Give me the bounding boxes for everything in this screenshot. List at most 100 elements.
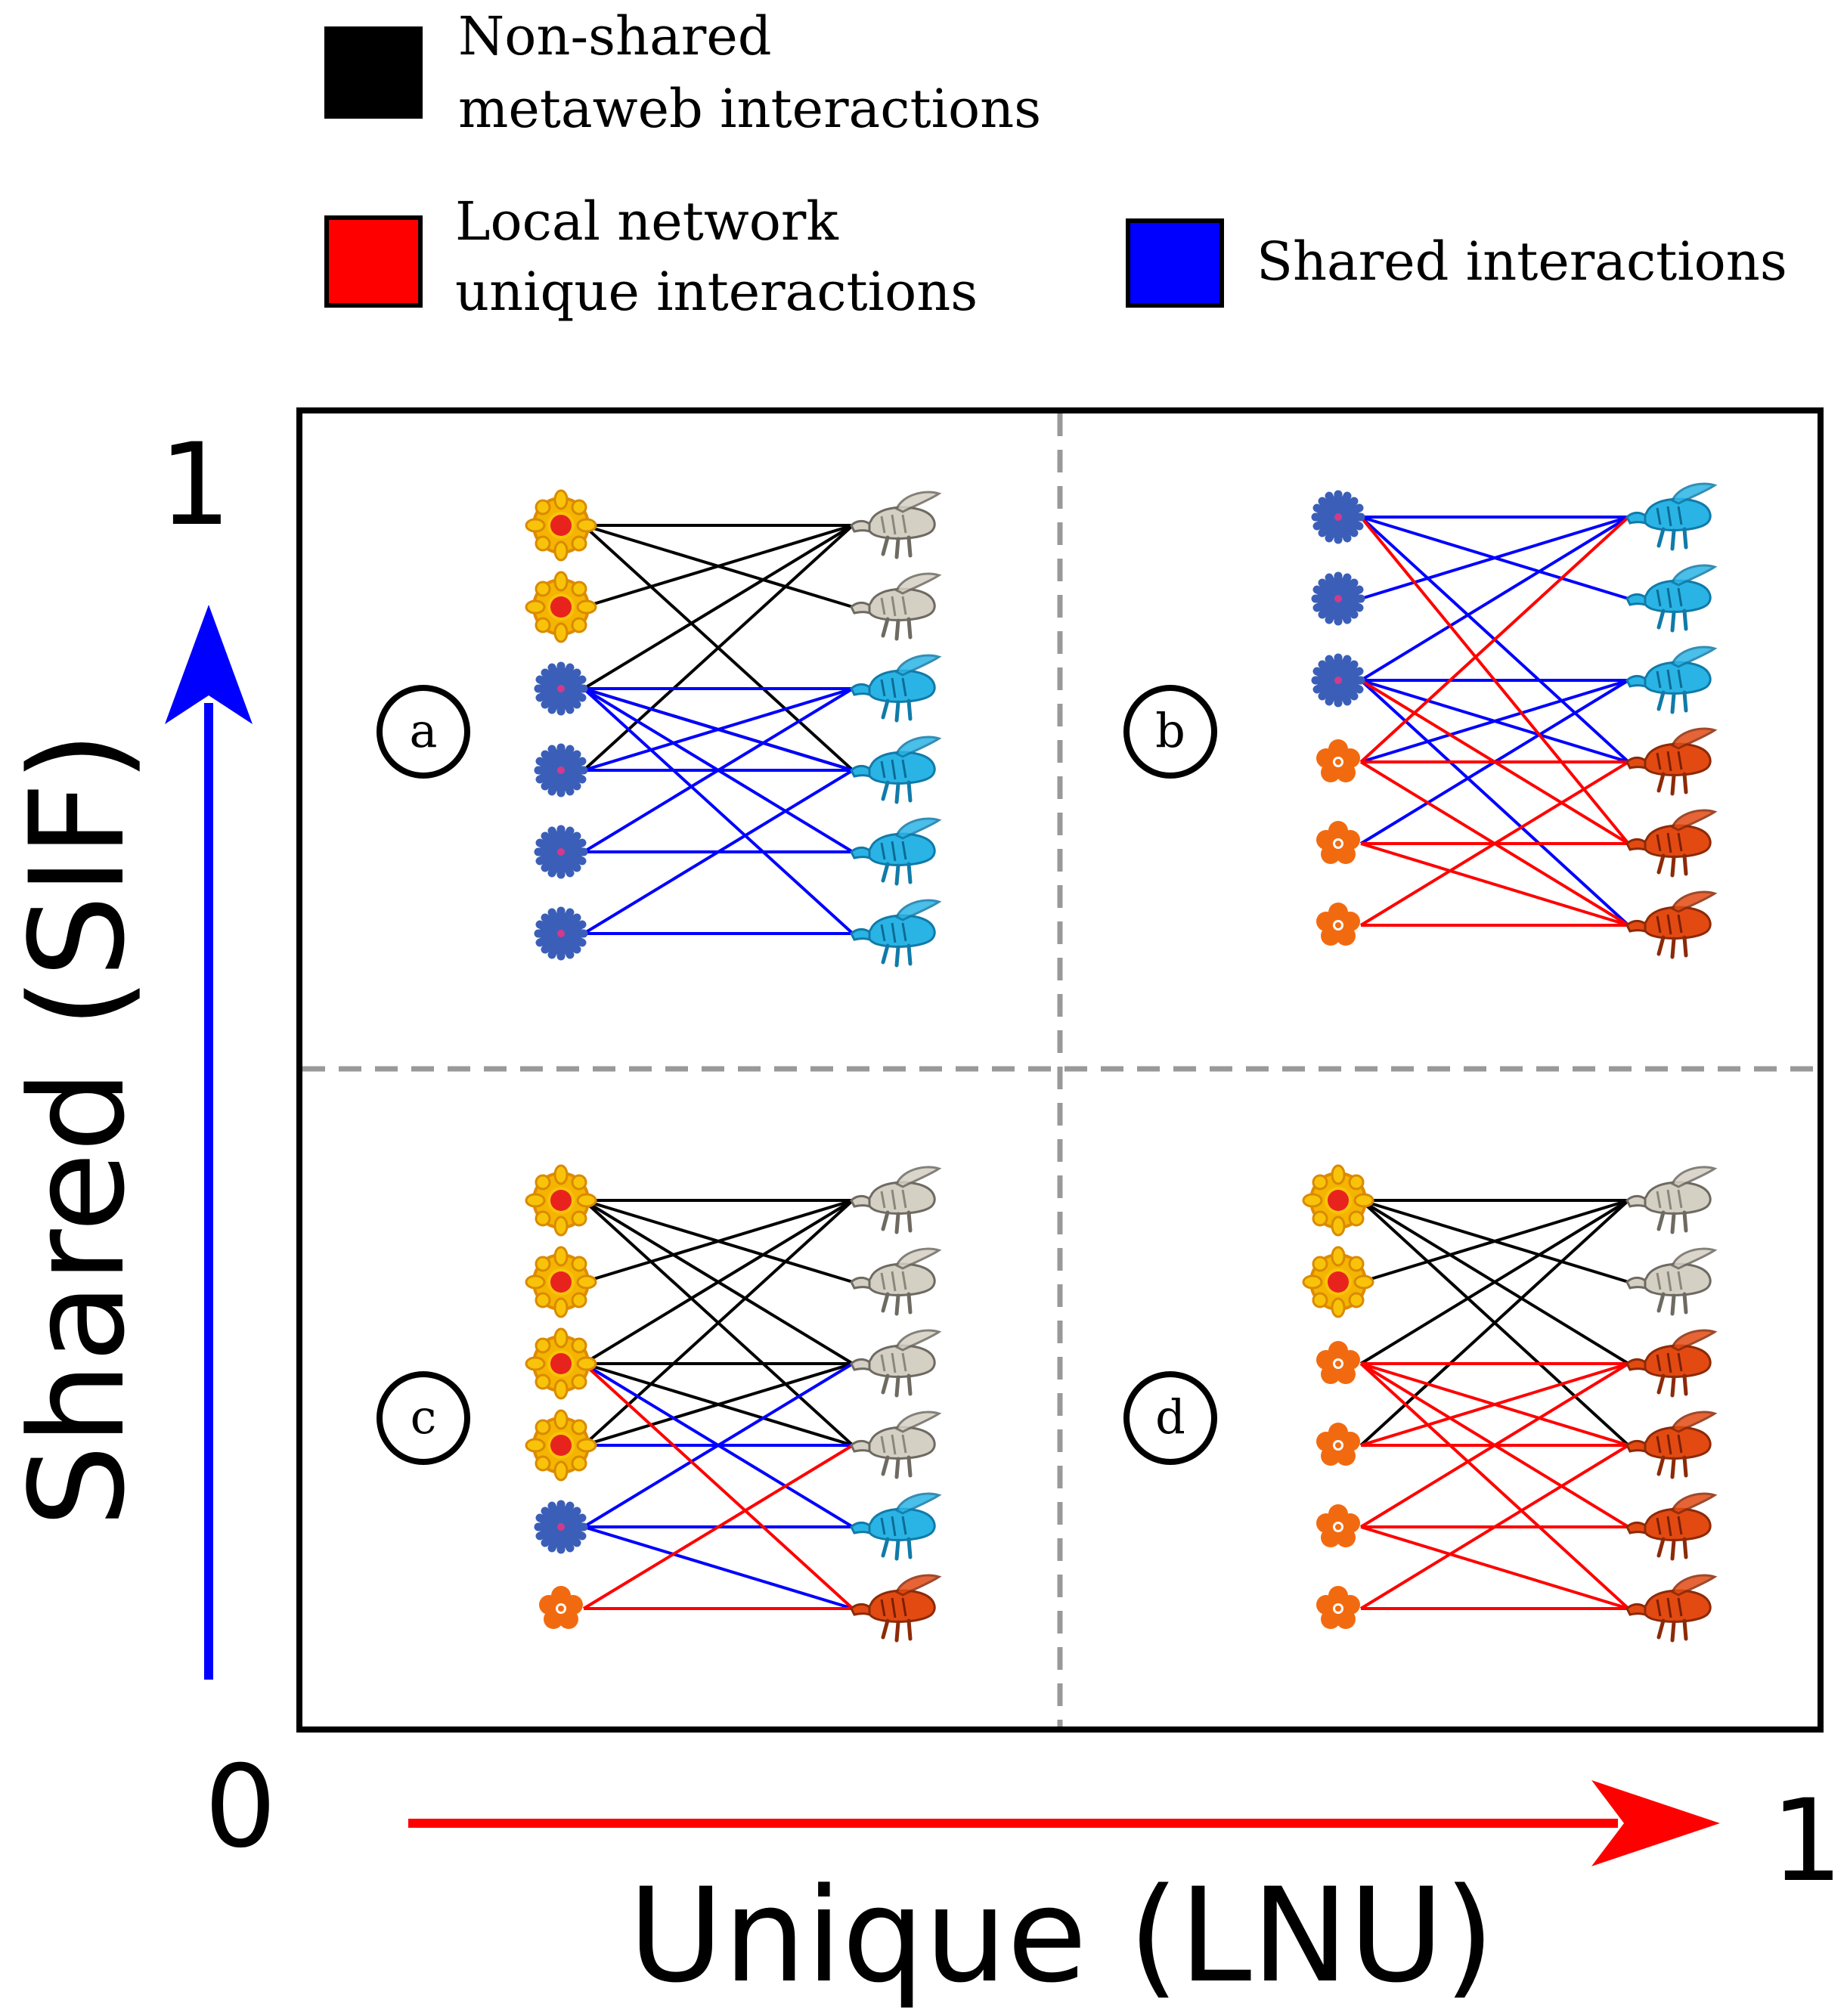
interaction-link: [1359, 1199, 1630, 1365]
x-axis: 0 1 Unique (LNU): [204, 1742, 1842, 2011]
legend-swatch-unique: [324, 215, 423, 308]
sunflower-icon: [525, 489, 597, 562]
orange-flower-icon: [1316, 1586, 1360, 1629]
panel-label: c: [411, 1389, 437, 1445]
interaction-link: [1360, 1525, 1629, 1610]
panel-d: d: [1123, 1164, 1715, 1640]
orange-flower-icon: [1316, 1504, 1360, 1547]
interaction-link: [1359, 1362, 1630, 1528]
interaction-link: [582, 1362, 854, 1610]
blue-flower-icon: [1316, 576, 1361, 621]
orange-flower-icon: [539, 1586, 583, 1629]
interaction-link: [583, 1362, 854, 1447]
blue-bee-icon: [1627, 647, 1715, 712]
interaction-link: [1359, 1444, 1630, 1610]
legend-swatch-shared: [1126, 218, 1224, 308]
x-axis-max-label: 1: [1771, 1776, 1842, 1907]
blue-flower-icon: [538, 1504, 584, 1550]
red-bee-icon: [851, 1575, 939, 1640]
panel-label-circle: [377, 685, 470, 779]
legend-label-unique-line2: unique interactions: [455, 261, 978, 323]
interaction-link: [582, 687, 854, 853]
grey-bee-icon: [851, 1167, 939, 1232]
blue-bee-icon: [851, 737, 939, 802]
sunflower-icon: [525, 571, 597, 643]
blue-flower-icon: [538, 829, 584, 875]
interaction-link: [1360, 516, 1629, 600]
red-bee-icon: [1627, 892, 1715, 957]
interaction-link: [582, 687, 854, 935]
panel-label-circle: [1123, 1371, 1217, 1465]
sunflower-icon: [525, 1164, 597, 1237]
orange-flower-icon: [1316, 739, 1360, 782]
panel-label-circle: [1123, 685, 1217, 779]
blue-bee-icon: [851, 655, 939, 720]
interaction-link: [582, 1362, 854, 1528]
sunflower-icon: [525, 1409, 597, 1482]
panel-label: d: [1155, 1389, 1185, 1445]
plot-frame: [296, 407, 1824, 1733]
red-bee-icon: [1627, 1330, 1715, 1395]
grey-bee-icon: [851, 1330, 939, 1395]
interaction-link: [583, 1525, 854, 1610]
panel-d-links: [1359, 1199, 1630, 1610]
legend-label-unique-line1: Local network: [455, 190, 838, 252]
interaction-link: [1359, 679, 1630, 927]
interaction-link: [1359, 760, 1630, 927]
legend-label-shared: Shared interactions: [1257, 231, 1787, 293]
interaction-link: [1360, 842, 1629, 927]
y-axis-title: Shared (SIF): [2, 731, 153, 1527]
interaction-link: [1360, 1362, 1629, 1447]
orange-flower-icon: [1316, 903, 1360, 946]
red-bee-icon: [1627, 1575, 1715, 1640]
interaction-link: [583, 687, 854, 772]
interaction-link: [1359, 516, 1630, 682]
legend-label-non-shared-line2: metaweb interactions: [458, 78, 1041, 140]
panel-c-links: [582, 1199, 854, 1610]
interaction-link: [1360, 679, 1629, 763]
panel-a: a: [377, 489, 939, 965]
blue-flower-icon: [538, 911, 584, 956]
orange-flower-icon: [1316, 1423, 1360, 1466]
grey-bee-icon: [851, 574, 939, 639]
orange-flower-icon: [1316, 1341, 1360, 1384]
panel-label: b: [1155, 703, 1185, 758]
panel-a-links: [582, 524, 854, 935]
sunflower-icon: [1302, 1246, 1374, 1318]
interaction-link: [583, 524, 854, 609]
grey-bee-icon: [1627, 1167, 1715, 1232]
blue-flower-icon: [538, 748, 584, 793]
blue-flower-icon: [538, 666, 584, 711]
grey-bee-icon: [851, 1249, 939, 1314]
interaction-link: [582, 524, 854, 690]
sunflower-icon: [525, 1327, 597, 1400]
red-bee-icon: [1627, 810, 1715, 875]
panel-c: c: [377, 1164, 939, 1640]
panel-b: b: [1123, 484, 1715, 957]
blue-bee-icon: [851, 819, 939, 884]
legend: Non-shared metaweb interactions Local ne…: [324, 5, 1787, 323]
panel-label: a: [410, 703, 438, 758]
sunflower-icon: [525, 1246, 597, 1318]
red-bee-icon: [1627, 729, 1715, 794]
legend-label-non-shared-line1: Non-shared: [458, 5, 772, 67]
x-axis-arrowhead: [1591, 1780, 1720, 1866]
blue-flower-icon: [1316, 658, 1361, 703]
blue-bee-icon: [851, 900, 939, 965]
blue-bee-icon: [1627, 484, 1715, 549]
interaction-link: [1359, 516, 1630, 763]
panel-label-circle: [377, 1371, 470, 1465]
interaction-link: [1360, 1199, 1629, 1284]
origin-label: 0: [204, 1742, 276, 1873]
interaction-link: [582, 1199, 854, 1365]
interaction-link: [583, 1199, 854, 1284]
y-axis: 1 Shared (SIF): [2, 420, 253, 1680]
interaction-link: [582, 769, 854, 935]
y-axis-max-label: 1: [159, 420, 231, 551]
panels: a b c d: [377, 484, 1715, 1640]
y-axis-arrowhead: [165, 605, 253, 724]
interaction-link: [582, 1444, 854, 1610]
red-bee-icon: [1627, 1494, 1715, 1559]
x-axis-title: Unique (LNU): [628, 1860, 1495, 2011]
interaction-link: [1359, 1362, 1630, 1610]
